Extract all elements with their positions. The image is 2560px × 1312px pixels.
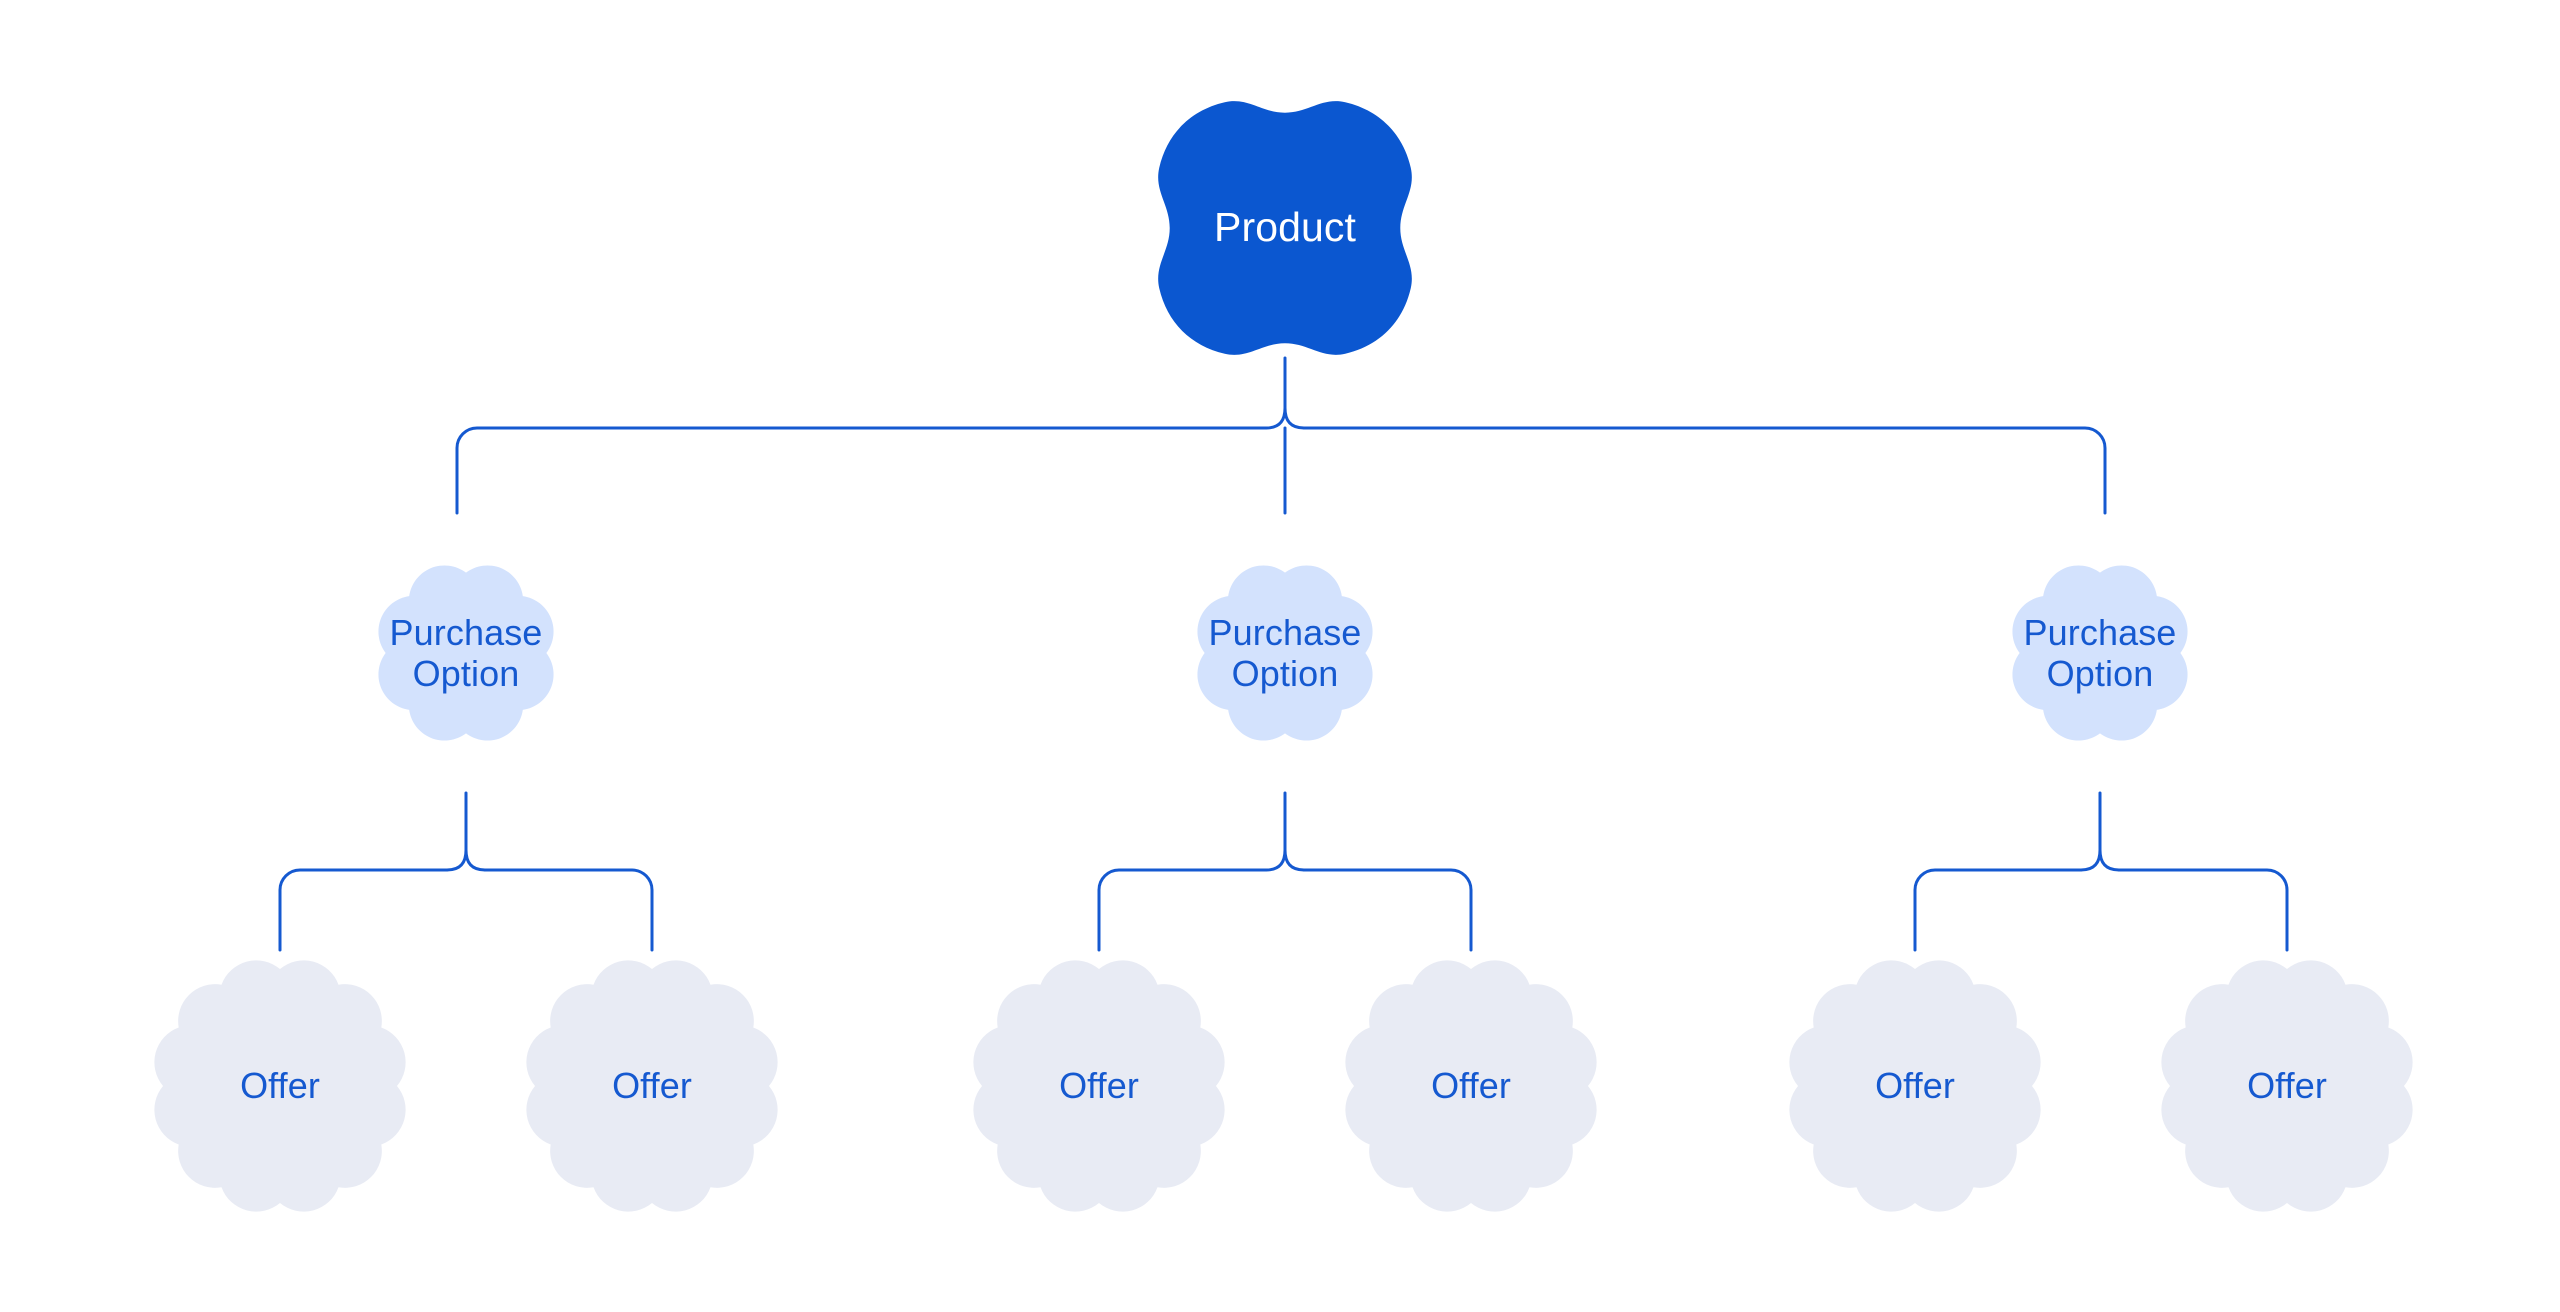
edge-bus-level1-right <box>1302 426 2107 515</box>
edge-option-0-stem-right <box>464 848 487 872</box>
offer-label: Offer <box>612 1065 692 1107</box>
node-purchase-option-2[interactable]: Purchase Option <box>1187 555 1383 751</box>
offer-shape-icon <box>2151 950 2423 1222</box>
product-label: Product <box>1214 204 1356 251</box>
node-offer-5[interactable]: Offer <box>1779 950 2051 1222</box>
edge-option-1-stem-right <box>1283 848 1306 872</box>
edge-option-2-to-offer-5 <box>2117 868 2289 952</box>
edge-root-stem <box>1264 356 1287 430</box>
purchase-option-shape-icon <box>1187 555 1383 751</box>
edge-option-1-stem <box>1264 791 1287 872</box>
node-offer-2[interactable]: Offer <box>516 950 788 1222</box>
offer-label: Offer <box>1875 1065 1955 1107</box>
offer-shape-icon <box>516 950 788 1222</box>
product-shape-icon <box>1154 97 1416 359</box>
offer-label: Offer <box>1059 1065 1139 1107</box>
purchase-option-label: Purchase Option <box>2023 611 2177 694</box>
offer-shape-icon <box>1335 950 1607 1222</box>
node-purchase-option-1[interactable]: Purchase Option <box>368 555 564 751</box>
node-offer-6[interactable]: Offer <box>2151 950 2423 1222</box>
edge-root-stem-right <box>1283 406 1306 430</box>
edge-option-0-stem <box>445 791 468 872</box>
purchase-option-shape-icon <box>368 555 564 751</box>
edge-option-1-to-offer-2 <box>1097 868 1268 952</box>
node-product[interactable]: Product <box>1154 97 1416 359</box>
offer-label: Offer <box>240 1065 320 1107</box>
node-offer-4[interactable]: Offer <box>1335 950 1607 1222</box>
purchase-option-label: Purchase Option <box>1208 611 1362 694</box>
purchase-option-label: Purchase Option <box>389 611 543 694</box>
edge-option-2-to-offer-4 <box>1913 868 2083 952</box>
offer-shape-icon <box>1779 950 2051 1222</box>
edge-bus-level1-left <box>455 426 1268 515</box>
offer-label: Offer <box>1431 1065 1511 1107</box>
purchase-option-shape-icon <box>2002 555 2198 751</box>
offer-shape-icon <box>144 950 416 1222</box>
node-offer-3[interactable]: Offer <box>963 950 1235 1222</box>
edge-option-0-to-offer-0 <box>278 868 449 952</box>
edge-option-0-to-offer-1 <box>483 868 654 952</box>
edge-option-2-stem-right <box>2098 848 2121 872</box>
edge-option-2-stem <box>2079 791 2102 872</box>
offer-label: Offer <box>2247 1065 2327 1107</box>
node-purchase-option-3[interactable]: Purchase Option <box>2002 555 2198 751</box>
node-offer-1[interactable]: Offer <box>144 950 416 1222</box>
edge-option-1-to-offer-3 <box>1302 868 1473 952</box>
offer-shape-icon <box>963 950 1235 1222</box>
